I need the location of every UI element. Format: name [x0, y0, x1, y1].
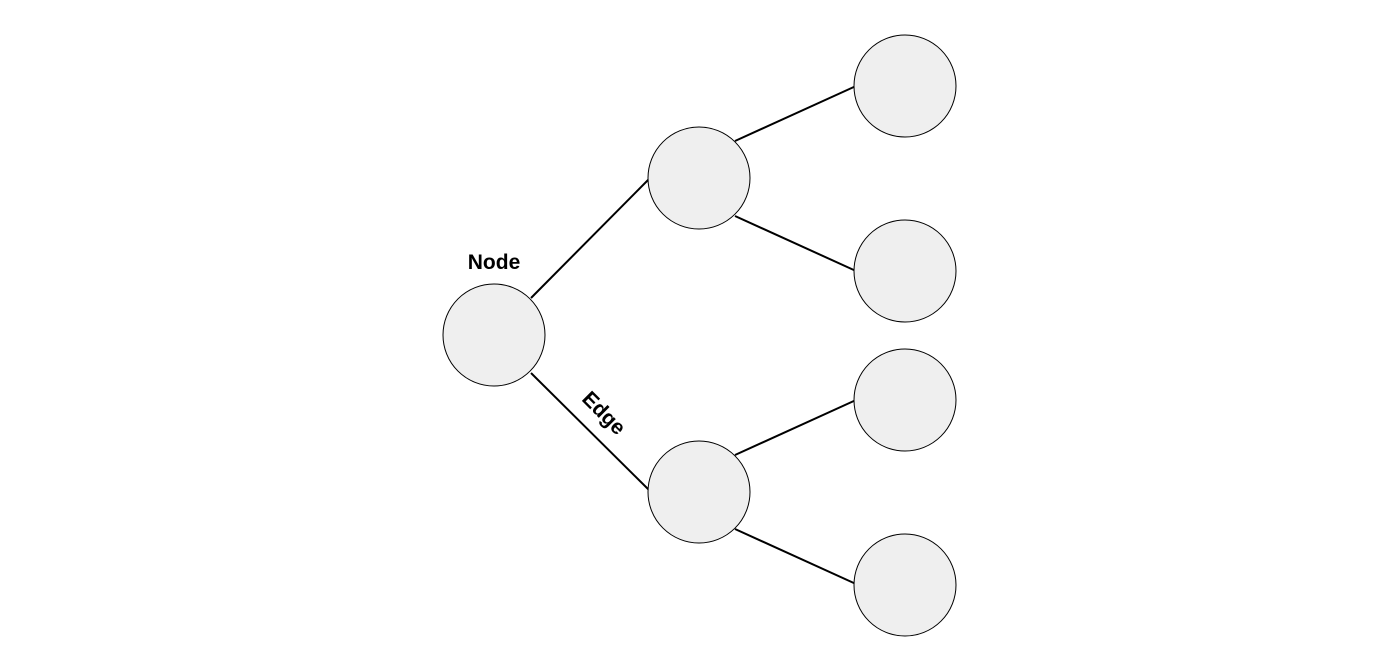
node-root — [442, 283, 546, 387]
node-lower-child — [647, 440, 751, 544]
edge-root-to-upper-child — [530, 177, 651, 299]
node-leaf-2 — [853, 219, 957, 323]
nodes — [442, 34, 957, 637]
node-leaf-1 — [853, 34, 957, 138]
edges — [530, 85, 857, 585]
edge-root-to-lower-child — [530, 372, 651, 492]
node-label: Node — [468, 251, 521, 274]
edge-upper-child-to-leaf-1 — [734, 85, 857, 142]
edge-label: Edge — [577, 387, 630, 440]
node-upper-child — [647, 126, 751, 230]
node-leaf-4 — [853, 533, 957, 637]
edge-upper-child-to-leaf-2 — [734, 215, 857, 272]
edge-lower-child-to-leaf-4 — [734, 528, 857, 585]
node-leaf-3 — [853, 348, 957, 452]
edge-lower-child-to-leaf-3 — [734, 399, 857, 456]
